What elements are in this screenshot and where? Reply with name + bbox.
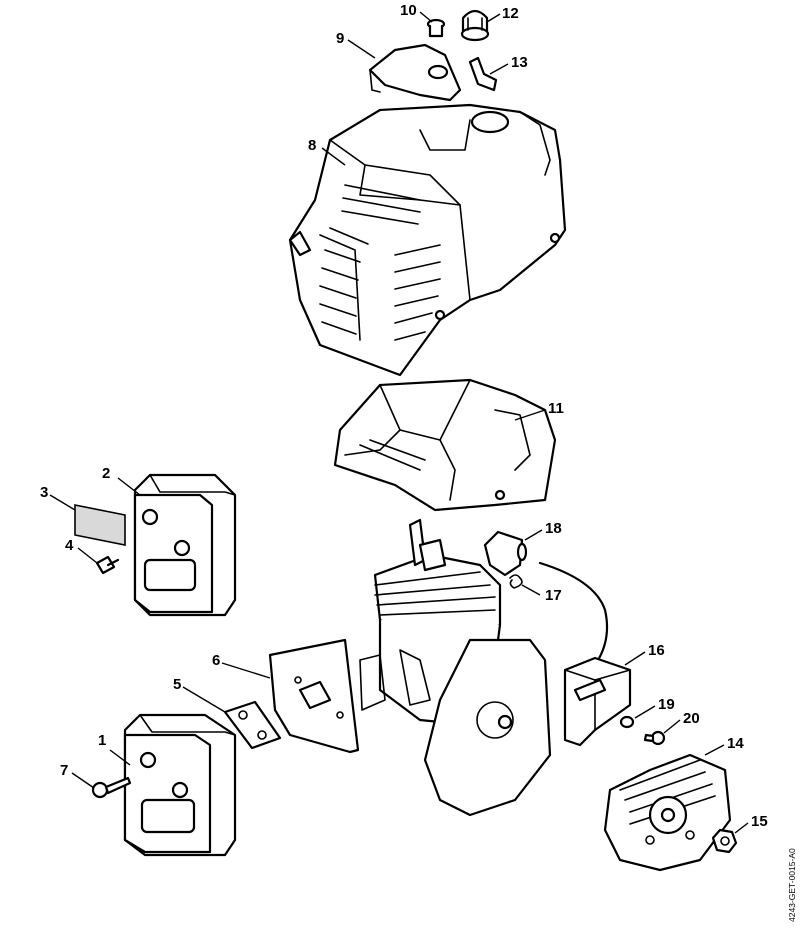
part-8-shroud bbox=[288, 103, 567, 377]
callout-11: 11 bbox=[548, 400, 564, 417]
part-6-plate bbox=[268, 638, 360, 754]
callout-18: 18 bbox=[545, 520, 562, 537]
callout-12: 12 bbox=[502, 5, 519, 22]
part-7-screw bbox=[91, 776, 132, 799]
callout-4: 4 bbox=[65, 537, 74, 554]
callout-15: 15 bbox=[751, 813, 768, 830]
callout-17: 17 bbox=[545, 587, 562, 604]
callout-7: 7 bbox=[60, 762, 68, 779]
callout-20: 20 bbox=[683, 710, 700, 727]
callout-1: 1 bbox=[98, 732, 106, 749]
callout-2: 2 bbox=[102, 465, 110, 482]
part-5-gasket bbox=[223, 700, 282, 750]
document-reference: 4243-GET-0015-A0 bbox=[787, 848, 797, 922]
part-16-ignition-module bbox=[563, 656, 632, 747]
part-14-flywheel bbox=[603, 753, 732, 872]
part-1-muffler bbox=[123, 713, 237, 857]
part-19-washer bbox=[619, 715, 635, 729]
part-17-spring bbox=[509, 574, 523, 589]
part-3-screen bbox=[74, 504, 126, 546]
part-2-muffler bbox=[133, 473, 237, 617]
callout-13: 13 bbox=[511, 54, 528, 71]
callout-10: 10 bbox=[400, 2, 417, 19]
part-15-nut bbox=[711, 828, 738, 854]
callout-labels: 1 2 3 4 5 6 7 8 9 10 11 12 13 14 15 16 1… bbox=[40, 2, 768, 830]
part-12-primer-bulb bbox=[460, 9, 490, 42]
shroud-grille bbox=[319, 184, 441, 341]
engine-assembly bbox=[359, 518, 552, 817]
callout-6: 6 bbox=[212, 652, 220, 669]
part-20-screw bbox=[643, 730, 666, 746]
part-4-screw bbox=[95, 555, 120, 575]
part-10-screw bbox=[426, 18, 446, 38]
part-9-cap bbox=[368, 43, 462, 102]
callout-3: 3 bbox=[40, 484, 48, 501]
part-11-base bbox=[333, 378, 557, 512]
callout-9: 9 bbox=[336, 30, 344, 47]
callout-19: 19 bbox=[658, 696, 675, 713]
callout-16: 16 bbox=[648, 642, 665, 659]
part-18-boot bbox=[483, 530, 528, 577]
part-13-hose bbox=[468, 56, 498, 92]
callout-5: 5 bbox=[173, 676, 181, 693]
callout-8: 8 bbox=[308, 137, 316, 154]
ignition-lead bbox=[538, 561, 609, 667]
callout-14: 14 bbox=[727, 735, 744, 752]
leader-lines bbox=[49, 11, 749, 834]
